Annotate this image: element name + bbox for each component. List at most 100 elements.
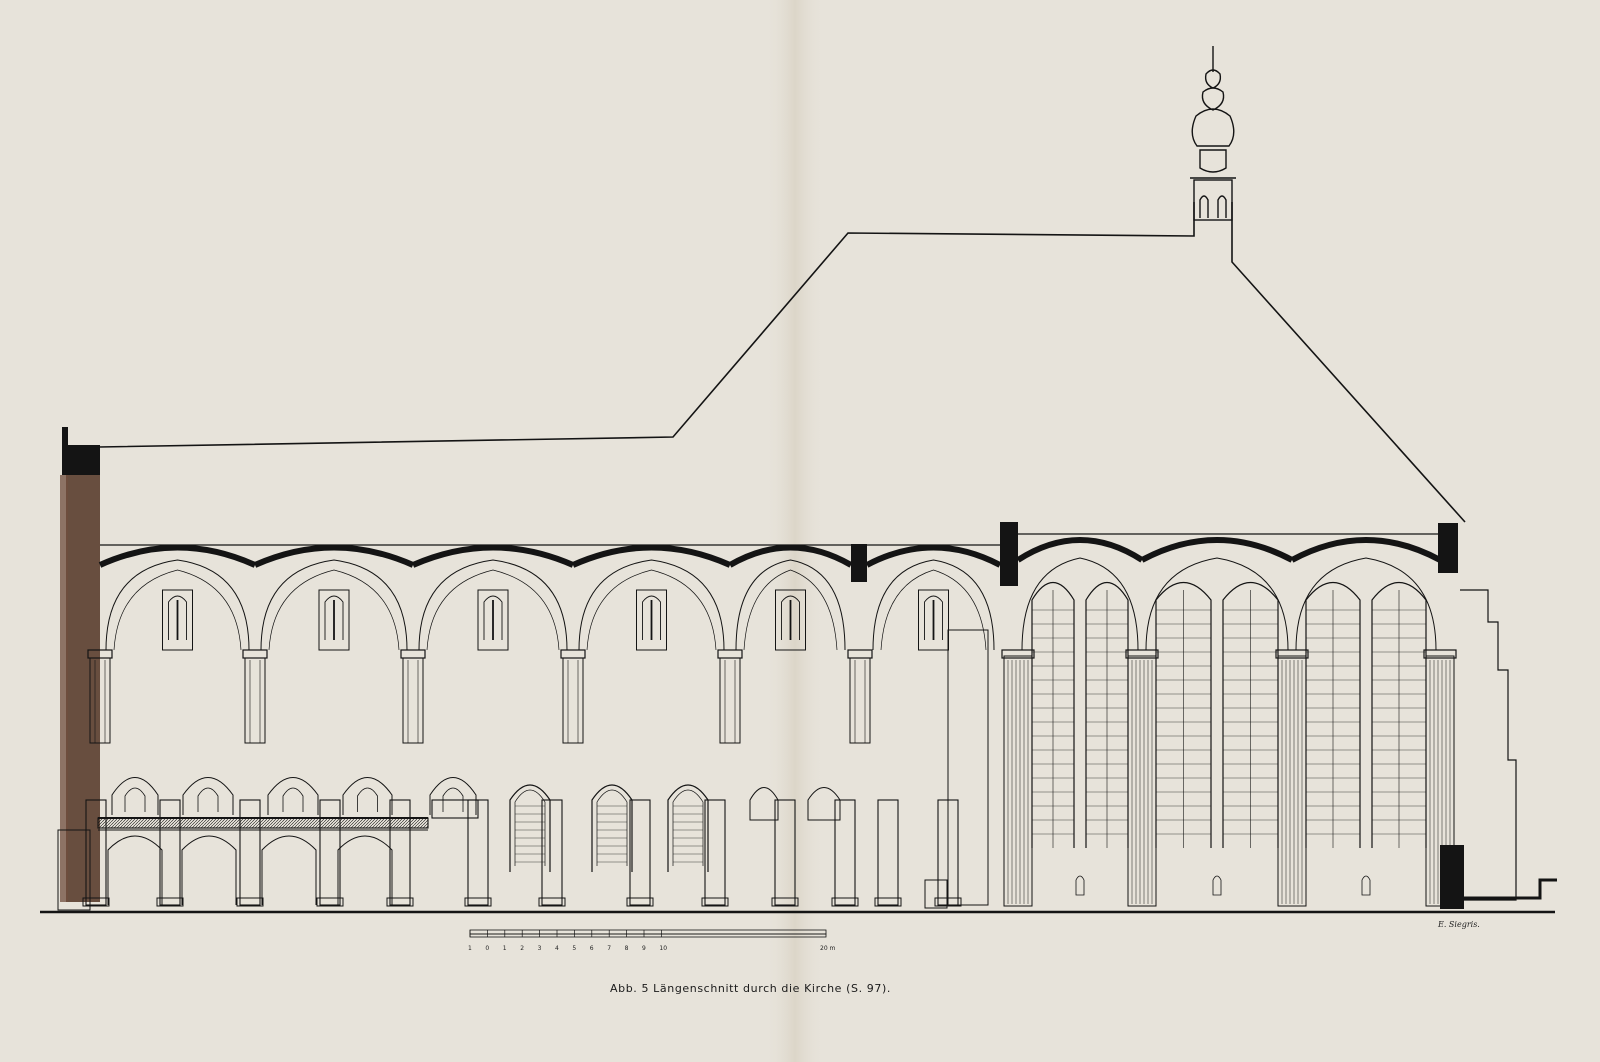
niche bbox=[1361, 875, 1371, 896]
lower-arch bbox=[337, 835, 393, 905]
pillar-base bbox=[538, 897, 566, 907]
nave-vaults bbox=[87, 544, 1002, 744]
pier-shaft bbox=[402, 657, 424, 744]
pillar-base bbox=[82, 897, 110, 907]
nave-window bbox=[509, 784, 551, 872]
lancet-window bbox=[1085, 582, 1129, 848]
arcade-pillar bbox=[159, 799, 181, 906]
scale-tick-label: 6 bbox=[590, 945, 594, 952]
west-end-wall bbox=[57, 427, 100, 911]
vault-rib bbox=[268, 569, 400, 651]
lancet-window bbox=[1222, 582, 1279, 848]
scale-tick-label: 5 bbox=[572, 945, 576, 952]
arcade-pillar bbox=[629, 799, 651, 906]
ground-step bbox=[1448, 878, 1557, 900]
pier-capital bbox=[1423, 649, 1457, 659]
pillar-base bbox=[464, 897, 492, 907]
west-gallery bbox=[97, 799, 479, 831]
pillar-base bbox=[236, 897, 264, 907]
gallery-window bbox=[282, 787, 304, 812]
clerestory-window-frame bbox=[636, 589, 667, 651]
oculus-window bbox=[749, 787, 779, 821]
choir-east-base bbox=[1440, 845, 1464, 909]
pier-capital bbox=[242, 649, 268, 659]
vault-soffit bbox=[728, 544, 853, 568]
gallery-arch bbox=[342, 777, 393, 815]
choir-vault bbox=[1016, 537, 1144, 563]
draftsman-signature: E. Siegris. bbox=[1437, 920, 1480, 929]
choir-arch bbox=[1295, 557, 1437, 651]
niche bbox=[1212, 875, 1222, 896]
clerestory-window bbox=[483, 595, 503, 640]
scale-tick-label: 4 bbox=[555, 945, 559, 952]
pier-capital bbox=[717, 649, 743, 659]
pier-shaft bbox=[244, 657, 266, 744]
arcade-pillar bbox=[319, 799, 341, 906]
scale-tick-label: 1 bbox=[468, 945, 472, 952]
pier-capital bbox=[1125, 649, 1159, 659]
pillar-base bbox=[626, 897, 654, 907]
arcade-pillar bbox=[877, 799, 899, 906]
pier-shaft bbox=[562, 657, 584, 744]
side-door bbox=[924, 879, 948, 909]
nave-window bbox=[591, 784, 633, 872]
roof-outline bbox=[98, 202, 1195, 448]
clerestory-window bbox=[642, 595, 661, 640]
choir-vault bbox=[1290, 537, 1442, 563]
choir-vault bbox=[1140, 537, 1294, 563]
nave-lower-arcade bbox=[82, 629, 989, 909]
clerestory-window-frame bbox=[775, 589, 806, 651]
gallery-window bbox=[442, 787, 464, 812]
lancet-window bbox=[1305, 582, 1361, 848]
gallery-arch bbox=[429, 777, 477, 815]
arcade-pillar bbox=[85, 799, 107, 906]
clerestory-window-frame bbox=[477, 589, 509, 651]
oculus-window bbox=[807, 787, 841, 821]
pillar-base bbox=[156, 897, 184, 907]
gallery-arch bbox=[111, 777, 159, 815]
choir-east-wall bbox=[1438, 523, 1458, 573]
vault-rib bbox=[586, 569, 717, 651]
scale-tick-label: 8 bbox=[625, 945, 629, 952]
choir-pier bbox=[1277, 655, 1307, 907]
clerestory-window bbox=[324, 595, 344, 640]
pier-shaft bbox=[849, 657, 871, 744]
lancet-window bbox=[1031, 582, 1075, 848]
choir-west-wall bbox=[1000, 522, 1018, 586]
gallery-window bbox=[197, 787, 219, 812]
clerestory-window-frame bbox=[918, 589, 949, 651]
scale-tick-label: 7 bbox=[607, 945, 611, 952]
choir-pier bbox=[1003, 655, 1033, 907]
pier-shaft bbox=[89, 657, 111, 744]
vault-soffit bbox=[865, 544, 1002, 568]
vault-rib bbox=[743, 569, 838, 651]
scale-tick-label: 1 bbox=[503, 945, 507, 952]
vault-soffit bbox=[253, 544, 415, 568]
nave-window bbox=[667, 784, 709, 872]
pillar-base bbox=[701, 897, 729, 907]
pier-shaft bbox=[719, 657, 741, 744]
gallery-window bbox=[124, 787, 146, 812]
clerestory-window-frame bbox=[162, 589, 193, 651]
lower-arch bbox=[261, 835, 317, 905]
ridge-turret bbox=[1190, 46, 1236, 221]
pier-capital bbox=[400, 649, 426, 659]
vault-rib bbox=[880, 569, 987, 651]
scale-tick-label: 3 bbox=[538, 945, 542, 952]
east-buttress-outline bbox=[1460, 589, 1517, 901]
pillar-base bbox=[831, 897, 859, 907]
clerestory-window bbox=[924, 595, 943, 640]
arcade-pillar bbox=[834, 799, 856, 906]
scale-end-label: 20 m bbox=[820, 945, 836, 952]
clerestory-window bbox=[781, 595, 800, 640]
lower-arch bbox=[181, 835, 237, 905]
stair-tower bbox=[947, 629, 989, 906]
vault-arch bbox=[735, 559, 846, 651]
pillar-base bbox=[316, 897, 344, 907]
pillar-base bbox=[771, 897, 799, 907]
niche bbox=[1075, 875, 1085, 896]
vault-arch bbox=[260, 559, 408, 651]
